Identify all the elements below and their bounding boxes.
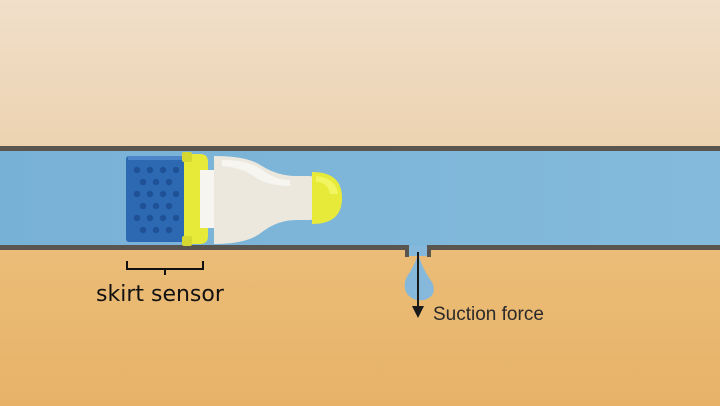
pipe-bottom-wall-left [0,245,405,250]
robot-body-highlight [222,160,290,186]
yellow-collar-top-tab [182,152,192,162]
robot-body [214,156,314,244]
skirt-sensor-block [126,156,188,242]
pipe-top-wall [0,146,720,151]
water-droplet-icon [404,254,434,301]
yellow-nose-highlight [316,176,338,194]
skirt-sensor-dots [133,166,180,234]
white-connector [200,170,214,228]
pipe-water [0,150,720,246]
pipe-robot [126,152,342,246]
bracket-icon [126,261,204,275]
pipe-leak-edge-right [427,245,431,257]
pipe-leak-edge-left [405,245,409,257]
yellow-collar-bottom-tab [182,236,192,246]
skirt-sensor-label: skirt sensor [96,282,224,307]
ground [0,248,720,406]
skirt-sensor-rim [128,156,188,160]
pipe-bottom-wall-right [431,245,720,250]
arrow-head [412,306,424,318]
pipe-leak-gap [409,246,427,256]
background-upper [0,0,720,150]
suction-force-label: Suction force [433,304,544,325]
